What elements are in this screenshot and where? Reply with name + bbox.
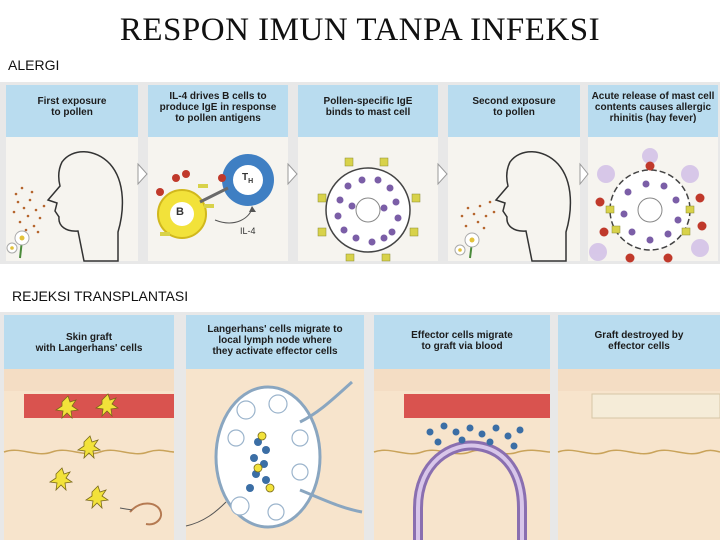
allergy-caption-5-bg [588, 85, 718, 137]
ige-on-mast-cell-5 [605, 205, 695, 236]
basement-line-3 [373, 449, 551, 455]
effector-cells-node [246, 438, 270, 492]
lymph-vessel-1 [129, 502, 162, 526]
t-cell-label-main: T [242, 172, 249, 183]
transplant-caption-3-bg [374, 315, 550, 369]
pollen-cloud-1 [12, 186, 46, 234]
allergy-caption-2: IL-4 drives B cells to produce IgE in re… [159, 91, 277, 124]
transplant-caption-1: Skin graft with Langerhans' cells [35, 332, 143, 354]
ige-on-mast-cell-3 [317, 157, 421, 262]
section-label-allergy: ALERGI [8, 57, 60, 73]
allergy-caption-3-bg [298, 85, 438, 137]
basement-line-4 [557, 449, 720, 455]
allergy-strip: First exposure to pollen IL-4 drives B c… [0, 82, 720, 264]
epidermis-4 [558, 369, 720, 391]
b-cell-nucleus [170, 202, 194, 226]
allergy-caption-3: Pollen-specific IgE binds to mast cell [323, 96, 413, 118]
allergy-caption-1: First exposure to pollen [37, 96, 107, 118]
mast-granules-3 [334, 176, 402, 246]
transplant-caption-4-bg [558, 315, 720, 369]
pollen-antigens-2 [156, 170, 226, 196]
transplant-caption-4: Graft destroyed by effector cells [594, 330, 684, 352]
allergy-caption-1-bg [6, 85, 138, 137]
lymph-node [214, 385, 322, 529]
transplant-caption-2-bg [186, 315, 364, 369]
transplant-caption-1-bg [4, 315, 174, 369]
transplant-caption-2: Langerhans' cells migrate to local lymph… [207, 324, 343, 357]
efferent-vessel-2 [299, 488, 363, 514]
afferent-arrow [185, 501, 227, 527]
face-profile-1 [46, 151, 124, 262]
epidermis-3 [374, 369, 550, 391]
graft-3 [404, 394, 550, 418]
pollen-cloud-2 [460, 200, 496, 230]
face-profile-2 [494, 151, 572, 262]
basement-line-1 [3, 449, 175, 455]
il4-label: IL-4 [240, 226, 256, 236]
transplant-strip: Skin graft with Langerhans' cells Langer… [0, 312, 720, 540]
blood-vessel-lumen [416, 443, 524, 540]
flower-icon-2 [454, 232, 480, 259]
allergy-caption-4-bg [448, 85, 580, 137]
allergy-strip-svg [0, 82, 720, 264]
il4-arrowhead [249, 206, 256, 212]
pollen-antigens-5 [595, 161, 707, 263]
b-cell-label: B [176, 206, 184, 218]
efferent-vessel [299, 380, 353, 424]
graft-destroyed [591, 393, 720, 419]
allergy-arrow-2 [287, 162, 298, 186]
mast-cell-nucleus-3 [355, 197, 381, 223]
allergy-caption-2-bg [148, 85, 288, 137]
flower-icon-1 [6, 230, 30, 259]
allergy-caption-5: Acute release of mast cell contents caus… [591, 91, 715, 124]
allergy-caption-4: Second exposure to pollen [472, 96, 556, 118]
transplant-caption-3: Effector cells migrate to graft via bloo… [411, 330, 513, 352]
t-cell-label: TH [242, 172, 253, 185]
section-label-transplant: REJEKSI TRANSPLANTASI [12, 288, 189, 304]
effector-cells-blood [426, 422, 524, 450]
migration-arrow-1 [119, 507, 133, 511]
cell-contact [199, 186, 229, 204]
t-cell-nucleus [233, 165, 263, 195]
slide-title: RESPON IMUN TANPA INFEKSI [119, 12, 601, 48]
langerhans-cells-1 [48, 393, 120, 510]
epidermis-1 [4, 369, 174, 391]
allergy-arrow-1 [137, 162, 148, 186]
ige-antibodies-2 [160, 184, 214, 236]
t-cell-label-sub: H [248, 178, 254, 185]
langerhans-cells-node [253, 431, 275, 493]
lymph-follicles [227, 394, 309, 521]
mast-cell-nucleus-5 [637, 197, 663, 223]
released-granules-haze [589, 148, 709, 261]
allergy-arrow-3 [437, 162, 448, 186]
transplant-strip-svg [0, 312, 720, 540]
allergy-arrow-4 [579, 162, 589, 186]
mast-granules-5 [620, 180, 682, 244]
